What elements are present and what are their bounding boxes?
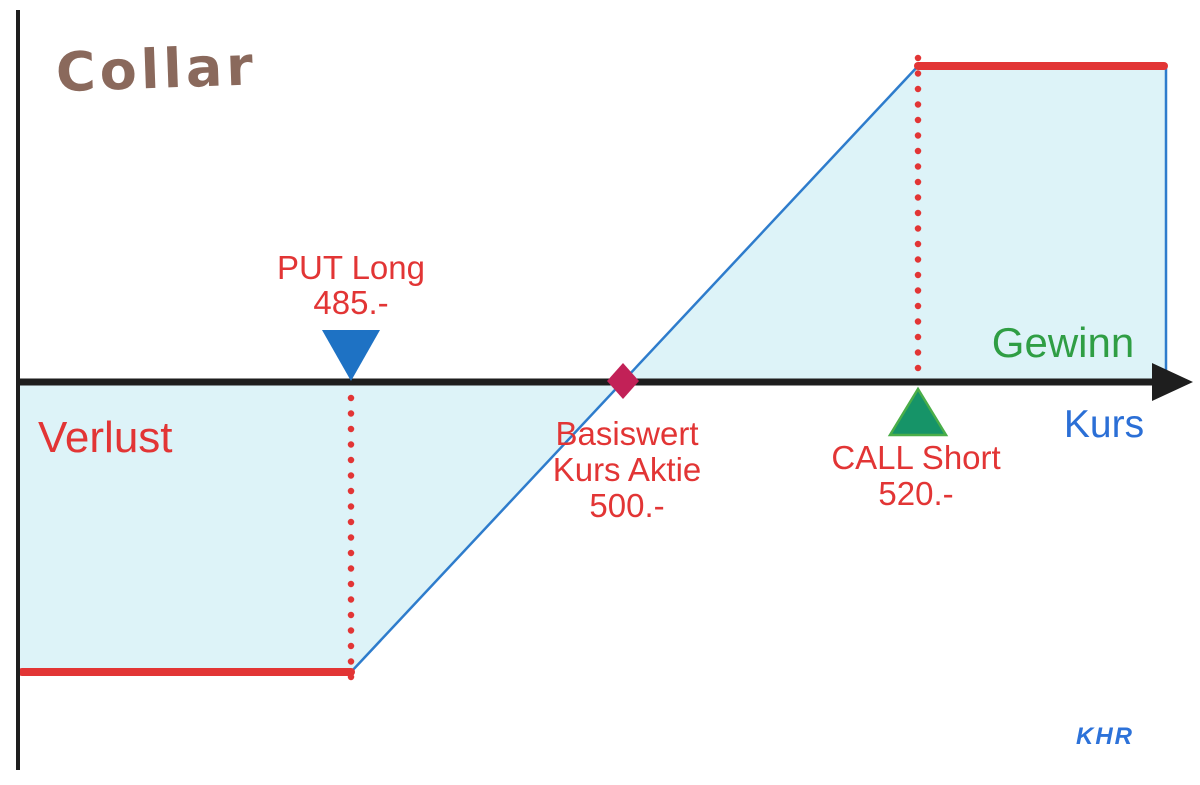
put-triangle-down-icon bbox=[322, 330, 380, 381]
x-axis-arrow-icon bbox=[1152, 363, 1193, 401]
author-signature: KHR bbox=[1076, 723, 1134, 750]
basiswert-label-line2: Kurs Aktie bbox=[553, 451, 702, 488]
loss-region-label: Verlust bbox=[38, 413, 173, 462]
call-triangle-up-icon bbox=[887, 386, 949, 437]
loss-area-fill bbox=[20, 381, 622, 672]
basiswert-label-line1: Basiswert bbox=[555, 415, 698, 452]
basiswert-label-price: 500.- bbox=[589, 487, 664, 524]
call-label-name: CALL Short bbox=[831, 439, 1000, 476]
call-label-strike: 520.- bbox=[878, 475, 953, 512]
chart-title: Collar bbox=[55, 34, 258, 104]
put-label-name: PUT Long bbox=[277, 249, 425, 286]
payoff-diagonal-line bbox=[350, 65, 919, 673]
x-axis-label: Kurs bbox=[1064, 403, 1144, 446]
basiswert-diamond-icon bbox=[607, 363, 639, 399]
gain-area-fill bbox=[623, 66, 1166, 381]
put-label-strike: 485.- bbox=[313, 284, 388, 321]
gain-region-label: Gewinn bbox=[992, 319, 1134, 366]
